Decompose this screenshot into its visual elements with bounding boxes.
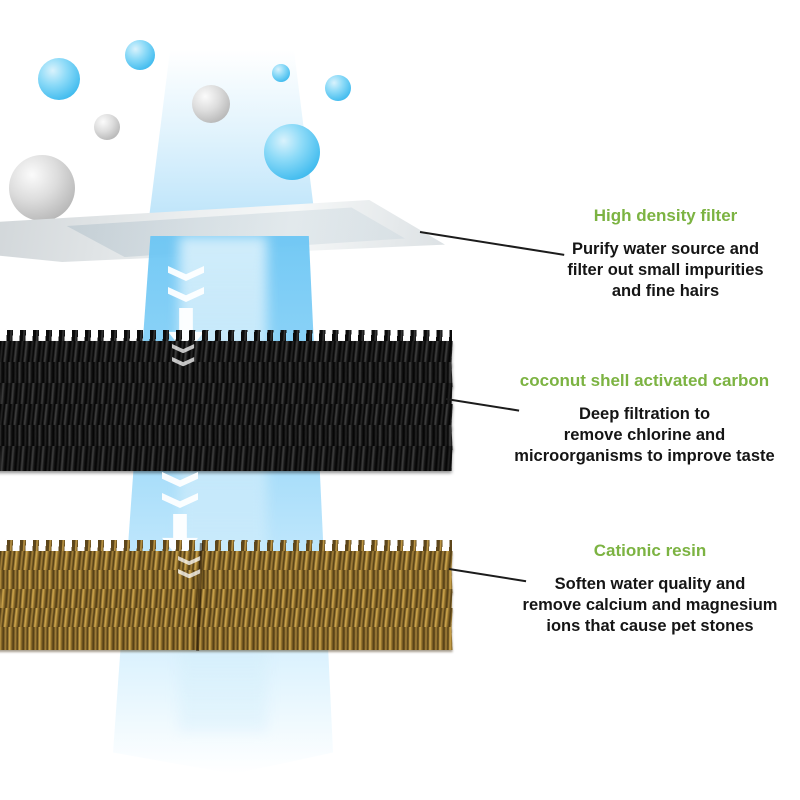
bubble-blue <box>38 58 80 100</box>
bubble-blue <box>325 75 351 101</box>
annotation-activated-carbon: coconut shell activated carbon Deep filt… <box>492 371 797 467</box>
bubble-gray <box>192 85 230 123</box>
layer-description-line: remove chlorine and <box>563 426 726 444</box>
layer-description-line: filter out small impurities <box>567 261 764 279</box>
annotation-cationic-resin: Cationic resin Soften water quality and … <box>500 541 800 637</box>
chevron-down-icon <box>162 493 198 508</box>
layer-description-line: ions that cause pet stones <box>546 617 754 635</box>
chevron-down-icon <box>168 266 204 281</box>
layer-title: coconut shell activated carbon <box>519 371 770 390</box>
layer-title: Cationic resin <box>593 541 707 560</box>
chevron-down-icon <box>168 287 204 302</box>
bubble-blue <box>264 124 320 180</box>
bubble-blue <box>272 64 290 82</box>
chevron-down-icon <box>178 569 201 579</box>
layer-description-line: Deep filtration to <box>578 405 711 423</box>
bubble-blue <box>125 40 155 70</box>
chevron-down-icon <box>172 357 195 367</box>
chevron-down-icon <box>172 344 195 354</box>
layer-description: Deep filtration to remove chlorine and m… <box>492 404 797 467</box>
flow-arrows-small <box>178 556 201 582</box>
chevron-down-icon <box>178 556 201 566</box>
bubble-gray <box>94 114 120 140</box>
chevron-down-icon <box>162 472 198 487</box>
layer-description: Purify water source and filter out small… <box>538 239 793 302</box>
annotation-high-density-filter: High density filter Purify water source … <box>538 206 793 302</box>
layer-description-line: Purify water source and <box>571 240 760 258</box>
water-stream-lower <box>113 236 333 774</box>
bubble-gray <box>9 155 75 221</box>
carbon-rods-row <box>0 446 453 471</box>
layer-description-line: Soften water quality and <box>554 575 746 593</box>
resin-rods-row <box>0 627 453 650</box>
cationic-resin-layer <box>0 540 453 656</box>
layer-description-line: remove calcium and magnesium <box>522 596 778 614</box>
layer-description-line: and fine hairs <box>611 282 720 300</box>
activated-carbon-layer <box>0 330 453 472</box>
layer-description-line: microorganisms to improve taste <box>514 447 775 465</box>
flow-arrows-small <box>172 344 195 370</box>
layer-title: High density filter <box>593 206 738 225</box>
layer-description: Soften water quality and remove calcium … <box>500 574 800 637</box>
